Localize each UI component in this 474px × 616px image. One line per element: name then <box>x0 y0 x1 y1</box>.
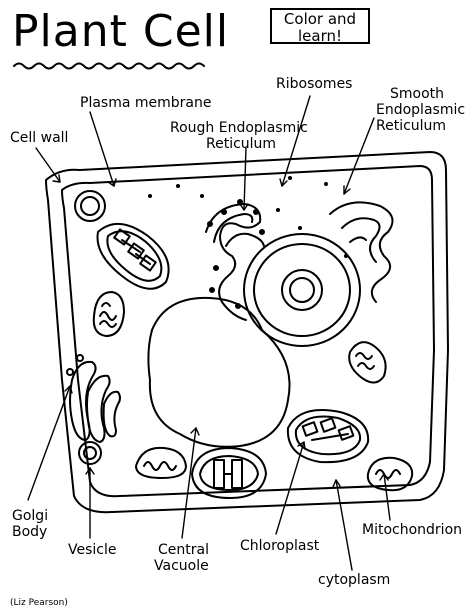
label-cell-wall: Cell wall <box>10 130 69 146</box>
smooth-er <box>329 201 394 303</box>
page-title: Plant Cell <box>12 6 230 57</box>
title-underline <box>13 62 205 70</box>
mitochondrion-left <box>92 291 125 337</box>
label-smooth-er-1: Smooth <box>390 86 445 102</box>
label-rough-er-1: Rough Endoplasmic <box>170 120 308 136</box>
chloroplast-bottom <box>191 447 267 499</box>
badge-line-2: learn! <box>297 27 342 45</box>
mitochondrion-right <box>348 341 387 384</box>
mitochondrion-bottom <box>135 446 187 479</box>
label-central-vacuole-1: Central <box>158 542 209 558</box>
central-vacuole <box>147 296 291 448</box>
label-cytoplasm: cytoplasm <box>318 572 391 588</box>
label-plasma-membrane: Plasma membrane <box>80 95 212 111</box>
vesicle-top <box>74 190 106 222</box>
label-mitochondrion: Mitochondrion <box>362 522 463 538</box>
label-central-vacuole-2: Vacuole <box>154 558 209 574</box>
label-smooth-er-2: Endoplasmic <box>376 102 466 118</box>
label-golgi-1: Golgi <box>12 508 49 524</box>
label-golgi-2: Body <box>12 524 48 540</box>
cell-wall <box>45 151 449 514</box>
label-smooth-er-3: Reticulum <box>376 118 447 134</box>
plasma-membrane <box>61 165 435 498</box>
label-ribosomes: Ribosomes <box>276 76 353 92</box>
label-chloroplast: Chloroplast <box>240 538 320 554</box>
rough-er <box>205 199 265 321</box>
chloroplast-bottom-right <box>286 409 370 464</box>
credit: (Liz Pearson) <box>10 598 68 608</box>
nucleus <box>243 233 361 347</box>
vesicle-bottom <box>78 441 102 465</box>
badge-line-1: Color and <box>283 10 357 28</box>
leader-lines <box>27 95 391 571</box>
label-vesicle: Vesicle <box>68 542 117 558</box>
mitochondrion-bottom-right <box>366 456 414 492</box>
golgi-body <box>66 354 121 443</box>
label-rough-er-2: Reticulum <box>206 136 277 152</box>
color-and-learn-badge: Color and learn! <box>270 8 370 45</box>
ribosome-dots <box>148 176 348 258</box>
chloroplast-top-left <box>96 223 170 290</box>
